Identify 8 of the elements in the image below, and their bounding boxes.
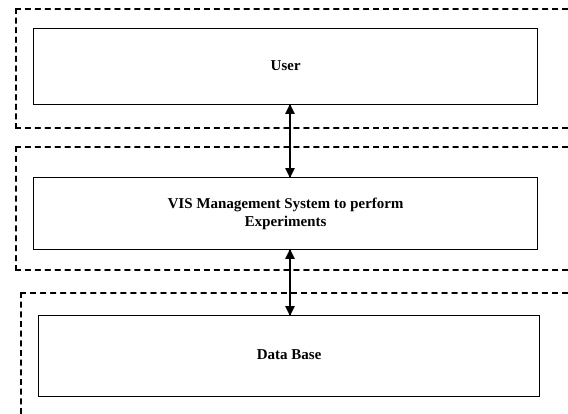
dashed-group-band (20, 292, 568, 414)
dashed-group-band (15, 8, 568, 129)
process-box: User (33, 28, 538, 105)
double-arrow (285, 249, 295, 316)
double-arrow (285, 104, 295, 178)
dashed-group-band (15, 146, 568, 271)
process-box: Data Base (38, 315, 540, 397)
process-box: VIS Management System to perform Experiments (33, 177, 538, 250)
